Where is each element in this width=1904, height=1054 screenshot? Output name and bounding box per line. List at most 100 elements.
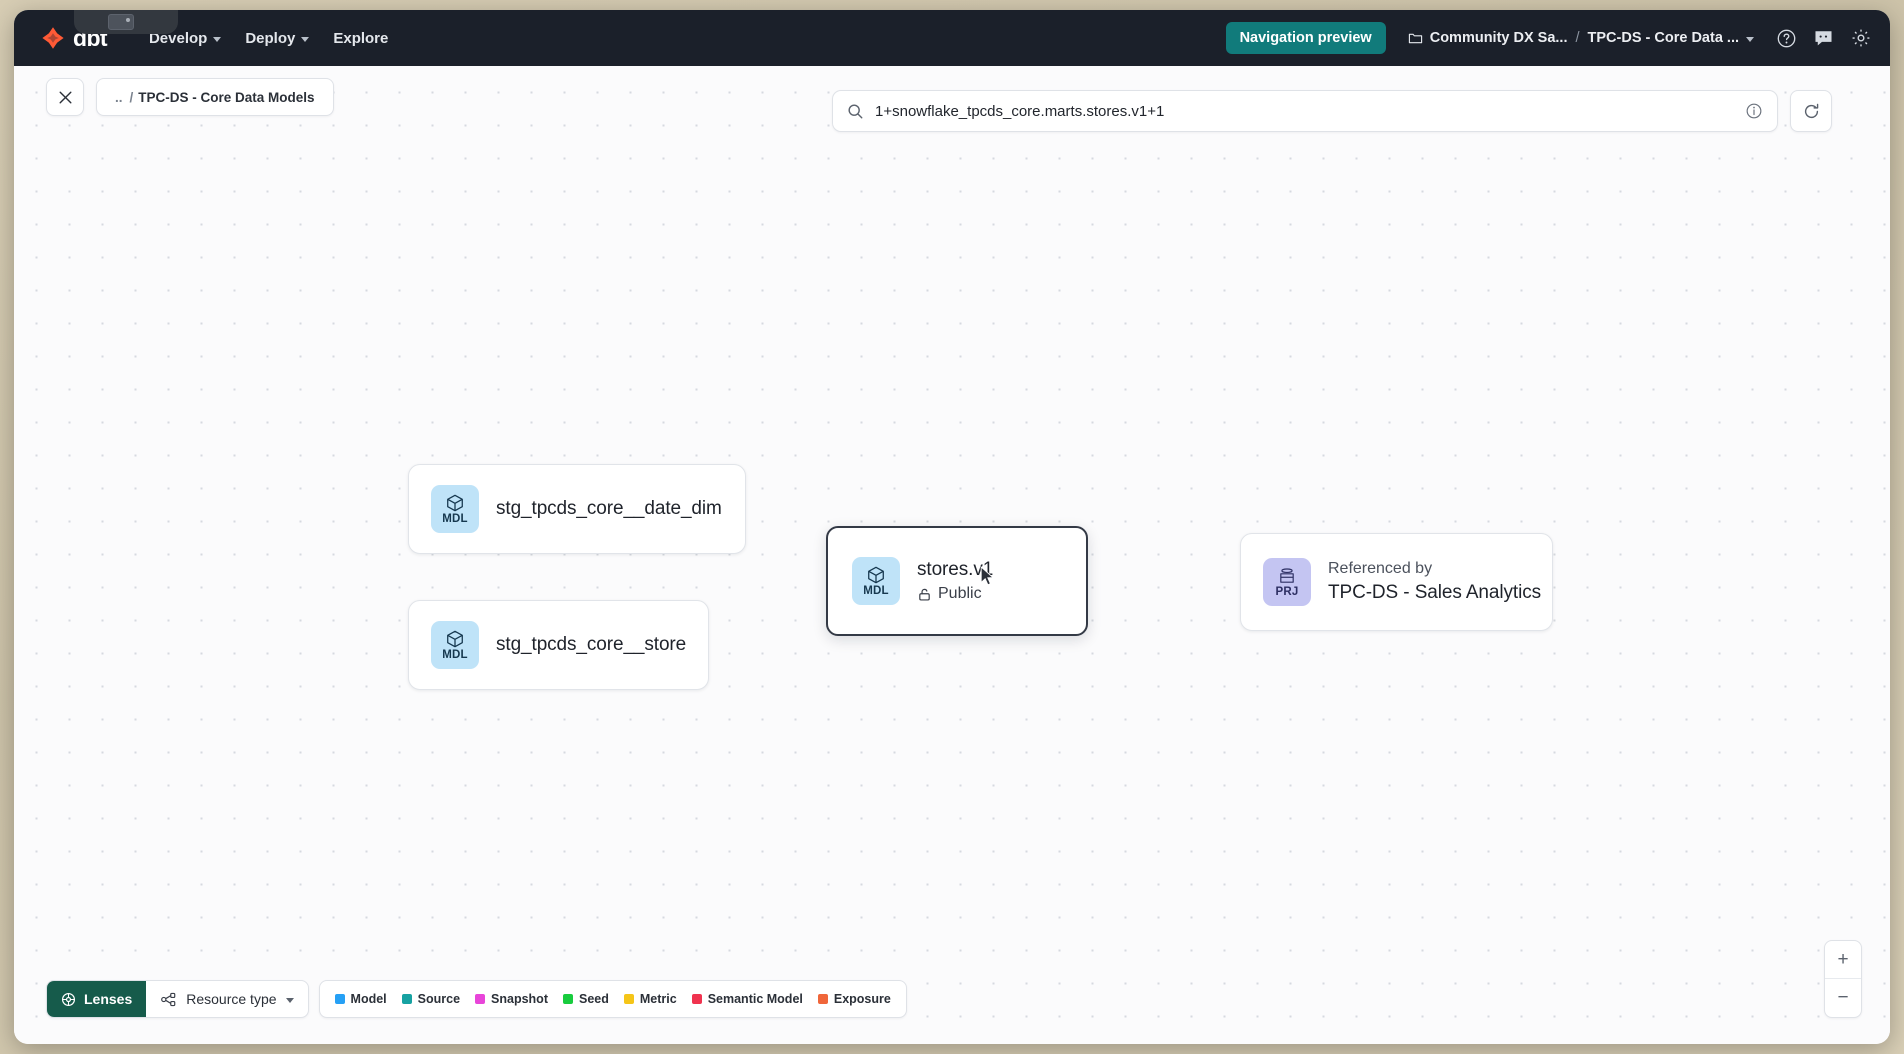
lenses-button[interactable]: Lenses xyxy=(47,981,147,1017)
close-button[interactable] xyxy=(46,78,84,116)
legend-swatch xyxy=(691,994,702,1004)
legend-item-exposure: Exposure xyxy=(817,992,891,1006)
legend-label: Seed xyxy=(578,992,609,1006)
chevron-down-icon xyxy=(285,997,294,1003)
node-access-label: Public xyxy=(938,585,982,602)
lineage-toolbar: .. / TPC-DS - Core Data Models xyxy=(14,66,1890,128)
node-title: stg_tpcds_core__store xyxy=(496,634,687,655)
help-circle-icon[interactable] xyxy=(1776,28,1797,49)
lens-group: Lenses Resource type xyxy=(46,980,309,1018)
search-area xyxy=(832,90,1832,132)
legend-label: Source xyxy=(417,992,461,1006)
search-icon xyxy=(848,103,863,118)
zoom-in-button[interactable]: + xyxy=(1825,941,1861,979)
lineage-canvas[interactable]: MDL stg_tpcds_core__date_dim MDL stg_tpc… xyxy=(14,66,1890,1044)
dbt-logo-icon xyxy=(40,25,66,51)
top-right-icons xyxy=(1776,27,1872,49)
cube-icon xyxy=(447,494,463,512)
search-box[interactable] xyxy=(832,90,1778,132)
resource-type-legend: Model Source Snapshot Seed xyxy=(318,980,907,1018)
info-circle-icon[interactable] xyxy=(1745,102,1763,120)
close-icon xyxy=(59,91,71,103)
breadcrumb-project[interactable]: TPC-DS - Core Data ... xyxy=(1588,30,1754,46)
legend-swatch xyxy=(623,994,634,1004)
legend-label: Semantic Model xyxy=(707,992,803,1006)
lineage-node-tpcds-sales-analytics[interactable]: PRJ Referenced by TPC-DS - Sales Analyti… xyxy=(1240,533,1553,631)
node-badge-model: MDL xyxy=(431,485,479,533)
node-badge-label: PRJ xyxy=(1275,585,1299,598)
lenses-label: Lenses xyxy=(84,991,133,1007)
breadcrumb-button-label: TPC-DS - Core Data Models xyxy=(138,89,315,105)
chevron-down-icon xyxy=(301,36,310,42)
breadcrumb-project-label: TPC-DS - Core Data ... xyxy=(1587,30,1739,46)
node-badge-model: MDL xyxy=(431,621,479,669)
chevron-down-icon xyxy=(213,36,222,42)
nav-item-deploy[interactable]: Deploy xyxy=(233,24,321,53)
legend-item-snapshot: Snapshot xyxy=(475,992,548,1006)
breadcrumb-dots: .. xyxy=(115,89,123,105)
resource-type-label: Resource type xyxy=(186,991,277,1007)
zoom-controls: + − xyxy=(1824,940,1862,1018)
node-access-badge: Public xyxy=(917,585,993,603)
refresh-icon xyxy=(1804,103,1818,118)
cube-icon xyxy=(447,630,463,648)
breadcrumb-button[interactable]: .. / TPC-DS - Core Data Models xyxy=(96,78,334,116)
legend-item-semantic-model: Semantic Model xyxy=(691,992,803,1006)
node-body: stg_tpcds_core__date_dim xyxy=(496,498,722,520)
node-title: TPC-DS - Sales Analytics xyxy=(1328,582,1541,603)
top-navigation-bar: dbt Develop Deploy Explore Navigation pr… xyxy=(14,10,1890,66)
nav-item-explore-label: Explore xyxy=(333,29,389,47)
nav-item-explore[interactable]: Explore xyxy=(321,24,400,53)
node-badge-model: MDL xyxy=(852,557,900,605)
lineage-node-stores-v1[interactable]: MDL stores.v1 Public xyxy=(826,526,1088,636)
legend-swatch xyxy=(475,994,486,1004)
nav-item-deploy-label: Deploy xyxy=(245,29,296,47)
node-body: stores.v1 Public xyxy=(917,559,993,603)
node-badge-label: MDL xyxy=(442,648,468,661)
breadcrumb-separator: / xyxy=(1575,30,1580,46)
node-badge-label: MDL xyxy=(863,584,889,597)
resource-graph-icon xyxy=(161,992,176,1006)
legend-swatch xyxy=(334,994,345,1004)
navigation-preview-button[interactable]: Navigation preview xyxy=(1225,22,1386,54)
zoom-out-button[interactable]: − xyxy=(1837,987,1849,1008)
gear-icon[interactable] xyxy=(1850,27,1872,49)
legend-label: Metric xyxy=(639,992,677,1006)
cube-icon xyxy=(868,566,884,584)
node-body: Referenced by TPC-DS - Sales Analytics xyxy=(1328,560,1541,604)
legend-item-seed: Seed xyxy=(562,992,609,1006)
application-window: dbt Develop Deploy Explore Navigation pr… xyxy=(14,10,1890,1044)
legend-label: Snapshot xyxy=(491,992,548,1006)
breadcrumb-slash: / xyxy=(129,89,134,105)
lineage-node-stg-tpcds-core-store[interactable]: MDL stg_tpcds_core__store xyxy=(408,600,709,690)
breadcrumb: Community DX Sa... / TPC-DS - Core Data … xyxy=(1408,30,1754,46)
legend-swatch xyxy=(562,994,573,1004)
node-badge-project: PRJ xyxy=(1263,558,1311,606)
search-input[interactable] xyxy=(875,102,1734,120)
chevron-down-icon xyxy=(1746,36,1754,42)
node-title: stg_tpcds_core__date_dim xyxy=(496,498,722,519)
refresh-button[interactable] xyxy=(1790,90,1832,132)
legend-label: Exposure xyxy=(833,992,891,1006)
resource-type-dropdown[interactable]: Resource type xyxy=(146,981,307,1017)
unlock-icon xyxy=(919,588,930,601)
webcam-notch xyxy=(74,10,178,34)
bottom-toolbar: Lenses Resource type xyxy=(46,980,907,1018)
legend-item-metric: Metric xyxy=(623,992,677,1006)
webcam-icon xyxy=(108,14,134,30)
node-body: stg_tpcds_core__store xyxy=(496,634,686,656)
legend-item-source: Source xyxy=(401,992,461,1006)
chat-feedback-icon[interactable] xyxy=(1813,28,1834,49)
breadcrumb-account[interactable]: Community DX Sa... xyxy=(1408,30,1568,46)
node-title: stores.v1 xyxy=(917,559,994,580)
legend-swatch xyxy=(401,994,412,1004)
legend-label: Model xyxy=(350,992,387,1006)
node-overline: Referenced by xyxy=(1328,560,1433,577)
legend-item-model: Model xyxy=(334,992,387,1006)
lineage-node-stg-tpcds-core-date-dim[interactable]: MDL stg_tpcds_core__date_dim xyxy=(408,464,746,554)
breadcrumb-account-label: Community DX Sa... xyxy=(1429,30,1568,46)
folder-icon xyxy=(1408,33,1422,43)
lens-icon xyxy=(61,992,76,1006)
node-badge-label: MDL xyxy=(442,512,468,525)
